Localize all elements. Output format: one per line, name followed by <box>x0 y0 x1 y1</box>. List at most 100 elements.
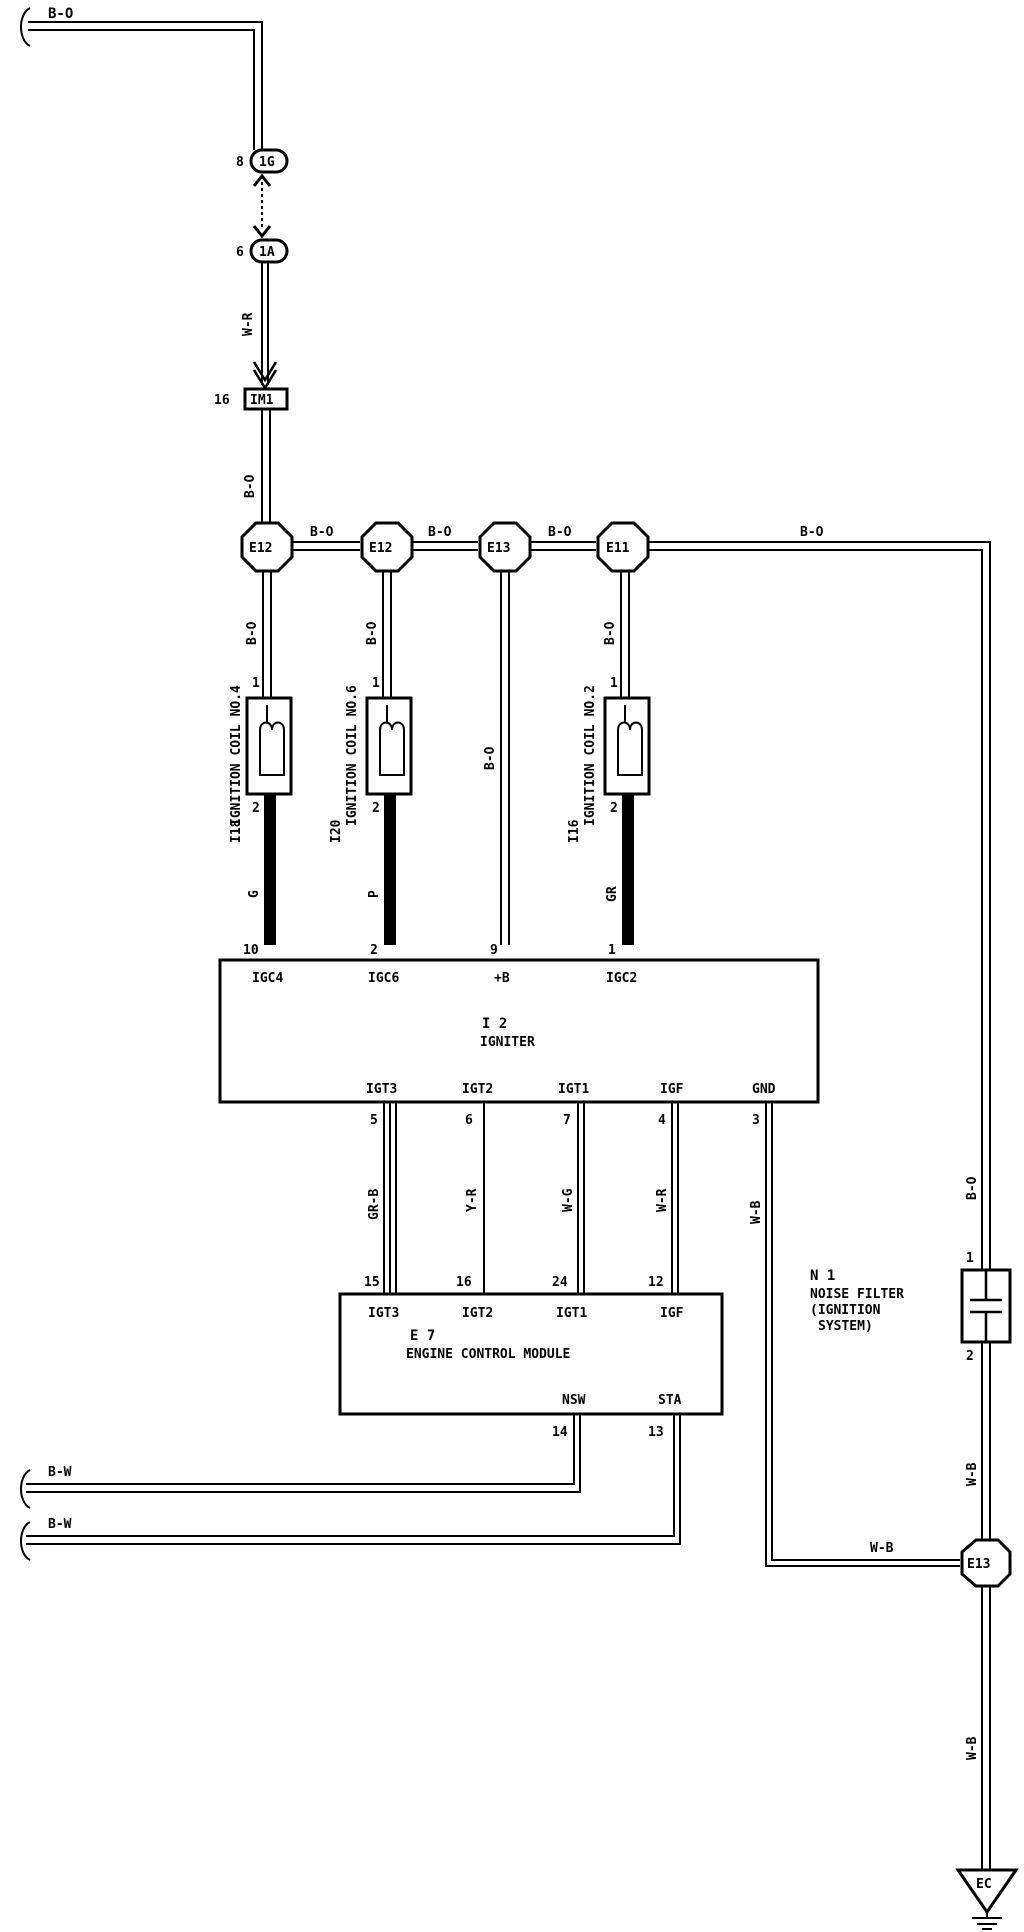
svg-text:E13: E13 <box>967 1557 990 1572</box>
junction-e13: E13 <box>478 521 532 573</box>
svg-text:B-O: B-O <box>428 525 452 540</box>
wire-label-nf-top: B-O <box>965 1176 980 1200</box>
svg-text:1: 1 <box>372 676 380 691</box>
svg-text:I18: I18 <box>229 819 244 843</box>
svg-text:Y-R: Y-R <box>465 1188 480 1212</box>
svg-text:B-W: B-W <box>48 1517 72 1532</box>
svg-text:10: 10 <box>243 943 259 958</box>
svg-text:12: 12 <box>648 1275 664 1290</box>
igniter-ecm-wires: 5 GR-B 15 6 Y-R 16 7 W-G 24 4 W-R 12 3 W… <box>364 1102 960 1567</box>
connector-1g: 1G 8 <box>236 148 289 174</box>
svg-text:IGT1: IGT1 <box>558 1082 589 1097</box>
svg-text:E11: E11 <box>606 541 630 556</box>
svg-text:W-R: W-R <box>241 312 256 336</box>
svg-text:3: 3 <box>752 1113 760 1128</box>
svg-text:2: 2 <box>372 801 380 816</box>
svg-text:NOISE FILTER: NOISE FILTER <box>810 1287 904 1302</box>
svg-text:1: 1 <box>966 1251 974 1266</box>
connector-mating-arrows <box>252 173 272 239</box>
bus-bo: B-O B-O B-O B-O <box>290 525 991 1270</box>
svg-text:(IGNITION: (IGNITION <box>810 1303 881 1318</box>
wire-label-top: B-O <box>48 6 73 22</box>
connector-im1: IM1 16 <box>214 387 289 411</box>
svg-text:W-B: W-B <box>749 1200 764 1224</box>
svg-text:B-O: B-O <box>243 474 258 498</box>
svg-text:6: 6 <box>465 1113 473 1128</box>
svg-text:7: 7 <box>563 1113 571 1128</box>
svg-text:W-B: W-B <box>965 1736 980 1760</box>
svg-text:GR: GR <box>605 886 620 902</box>
svg-text:13: 13 <box>648 1425 664 1440</box>
svg-text:B-O: B-O <box>483 746 498 770</box>
svg-text:IGT2: IGT2 <box>462 1082 493 1097</box>
svg-text:W-R: W-R <box>655 1188 670 1212</box>
svg-text:B-O: B-O <box>245 621 260 645</box>
wire-ground: W-B <box>965 1586 991 1870</box>
svg-text:N 1: N 1 <box>810 1268 835 1284</box>
svg-text:P: P <box>367 890 382 898</box>
svg-text:B-O: B-O <box>800 525 824 540</box>
svg-text:E 7: E 7 <box>410 1328 435 1344</box>
wire-wr: W-R <box>241 262 278 391</box>
ignition-coil-no6: 1 2 I20 IGNITION COIL NO.6 <box>329 676 413 843</box>
svg-text:B-O: B-O <box>548 525 572 540</box>
svg-text:IGF: IGF <box>660 1082 684 1097</box>
svg-text:14: 14 <box>552 1425 568 1440</box>
svg-text:16: 16 <box>214 393 230 408</box>
svg-text:8: 8 <box>236 155 244 170</box>
svg-text:24: 24 <box>552 1275 568 1290</box>
svg-text:IM1: IM1 <box>250 393 274 408</box>
svg-text:I 2: I 2 <box>482 1016 507 1032</box>
junction-e11: E11 <box>596 521 650 573</box>
svg-text:NSW: NSW <box>562 1393 586 1408</box>
svg-text:B-O: B-O <box>603 621 618 645</box>
svg-text:2: 2 <box>610 801 618 816</box>
svg-text:1A: 1A <box>259 245 275 260</box>
coil-output-wires: G P GR <box>247 794 634 945</box>
svg-text:W-G: W-G <box>561 1188 576 1212</box>
svg-text:I16: I16 <box>567 819 582 843</box>
svg-text:B-O: B-O <box>365 621 380 645</box>
svg-text:ENGINE CONTROL MODULE: ENGINE CONTROL MODULE <box>406 1347 570 1362</box>
svg-text:9: 9 <box>490 943 498 958</box>
svg-text:IGNITION COIL NO.6: IGNITION COIL NO.6 <box>345 685 360 826</box>
wire-nf-bottom: W-B <box>965 1342 991 1540</box>
svg-text:1G: 1G <box>259 155 275 170</box>
svg-text:GND: GND <box>752 1082 776 1097</box>
noise-filter-n1: 1 2 N 1 NOISE FILTER (IGNITION SYSTEM) <box>810 1251 1012 1364</box>
svg-text:1: 1 <box>610 676 618 691</box>
svg-text:IGT2: IGT2 <box>462 1306 493 1321</box>
svg-text:IGNITION COIL NO.4: IGNITION COIL NO.4 <box>229 685 244 826</box>
svg-text:GR-B: GR-B <box>367 1189 382 1220</box>
svg-text:W-B: W-B <box>870 1541 894 1556</box>
svg-text:IGC6: IGC6 <box>368 971 399 986</box>
igniter-i2: 10 2 9 1 IGC4 IGC6 +B IGC2 I 2 IGNITER I… <box>218 943 820 1104</box>
svg-text:EC: EC <box>976 1877 992 1892</box>
svg-text:G: G <box>247 890 262 898</box>
svg-text:IGC2: IGC2 <box>606 971 637 986</box>
svg-text:16: 16 <box>456 1275 472 1290</box>
wire-top: B-O <box>20 6 263 150</box>
wire-bo-vertical: B-O <box>243 409 271 530</box>
connector-1a: 1A 6 <box>236 238 289 264</box>
svg-text:B-O: B-O <box>310 525 334 540</box>
svg-text:IGT1: IGT1 <box>556 1306 587 1321</box>
engine-control-module-e7: IGT3 IGT2 IGT1 IGF E 7 ENGINE CONTROL MO… <box>338 1292 724 1416</box>
svg-text:1: 1 <box>252 676 260 691</box>
junction-e13-lower: E13 <box>960 1538 1012 1588</box>
coil-feed-wires: B-O B-O B-O B-O <box>245 571 630 945</box>
svg-text:2: 2 <box>370 943 378 958</box>
svg-text:SYSTEM): SYSTEM) <box>818 1319 873 1334</box>
svg-text:E12: E12 <box>249 541 272 556</box>
svg-text:IGT3: IGT3 <box>368 1306 399 1321</box>
ignition-coil-no2: 1 2 I16 IGNITION COIL NO.2 <box>567 676 651 843</box>
svg-text:15: 15 <box>364 1275 380 1290</box>
svg-text:4: 4 <box>658 1113 666 1128</box>
ecm-output-wires: 14 B-W 13 B-W <box>20 1414 681 1561</box>
svg-text:+B: +B <box>494 971 510 986</box>
ground-ec: EC <box>955 1868 1019 1930</box>
svg-text:5: 5 <box>370 1113 378 1128</box>
svg-text:I20: I20 <box>329 819 344 843</box>
junction-e12-b: E12 <box>360 521 414 573</box>
